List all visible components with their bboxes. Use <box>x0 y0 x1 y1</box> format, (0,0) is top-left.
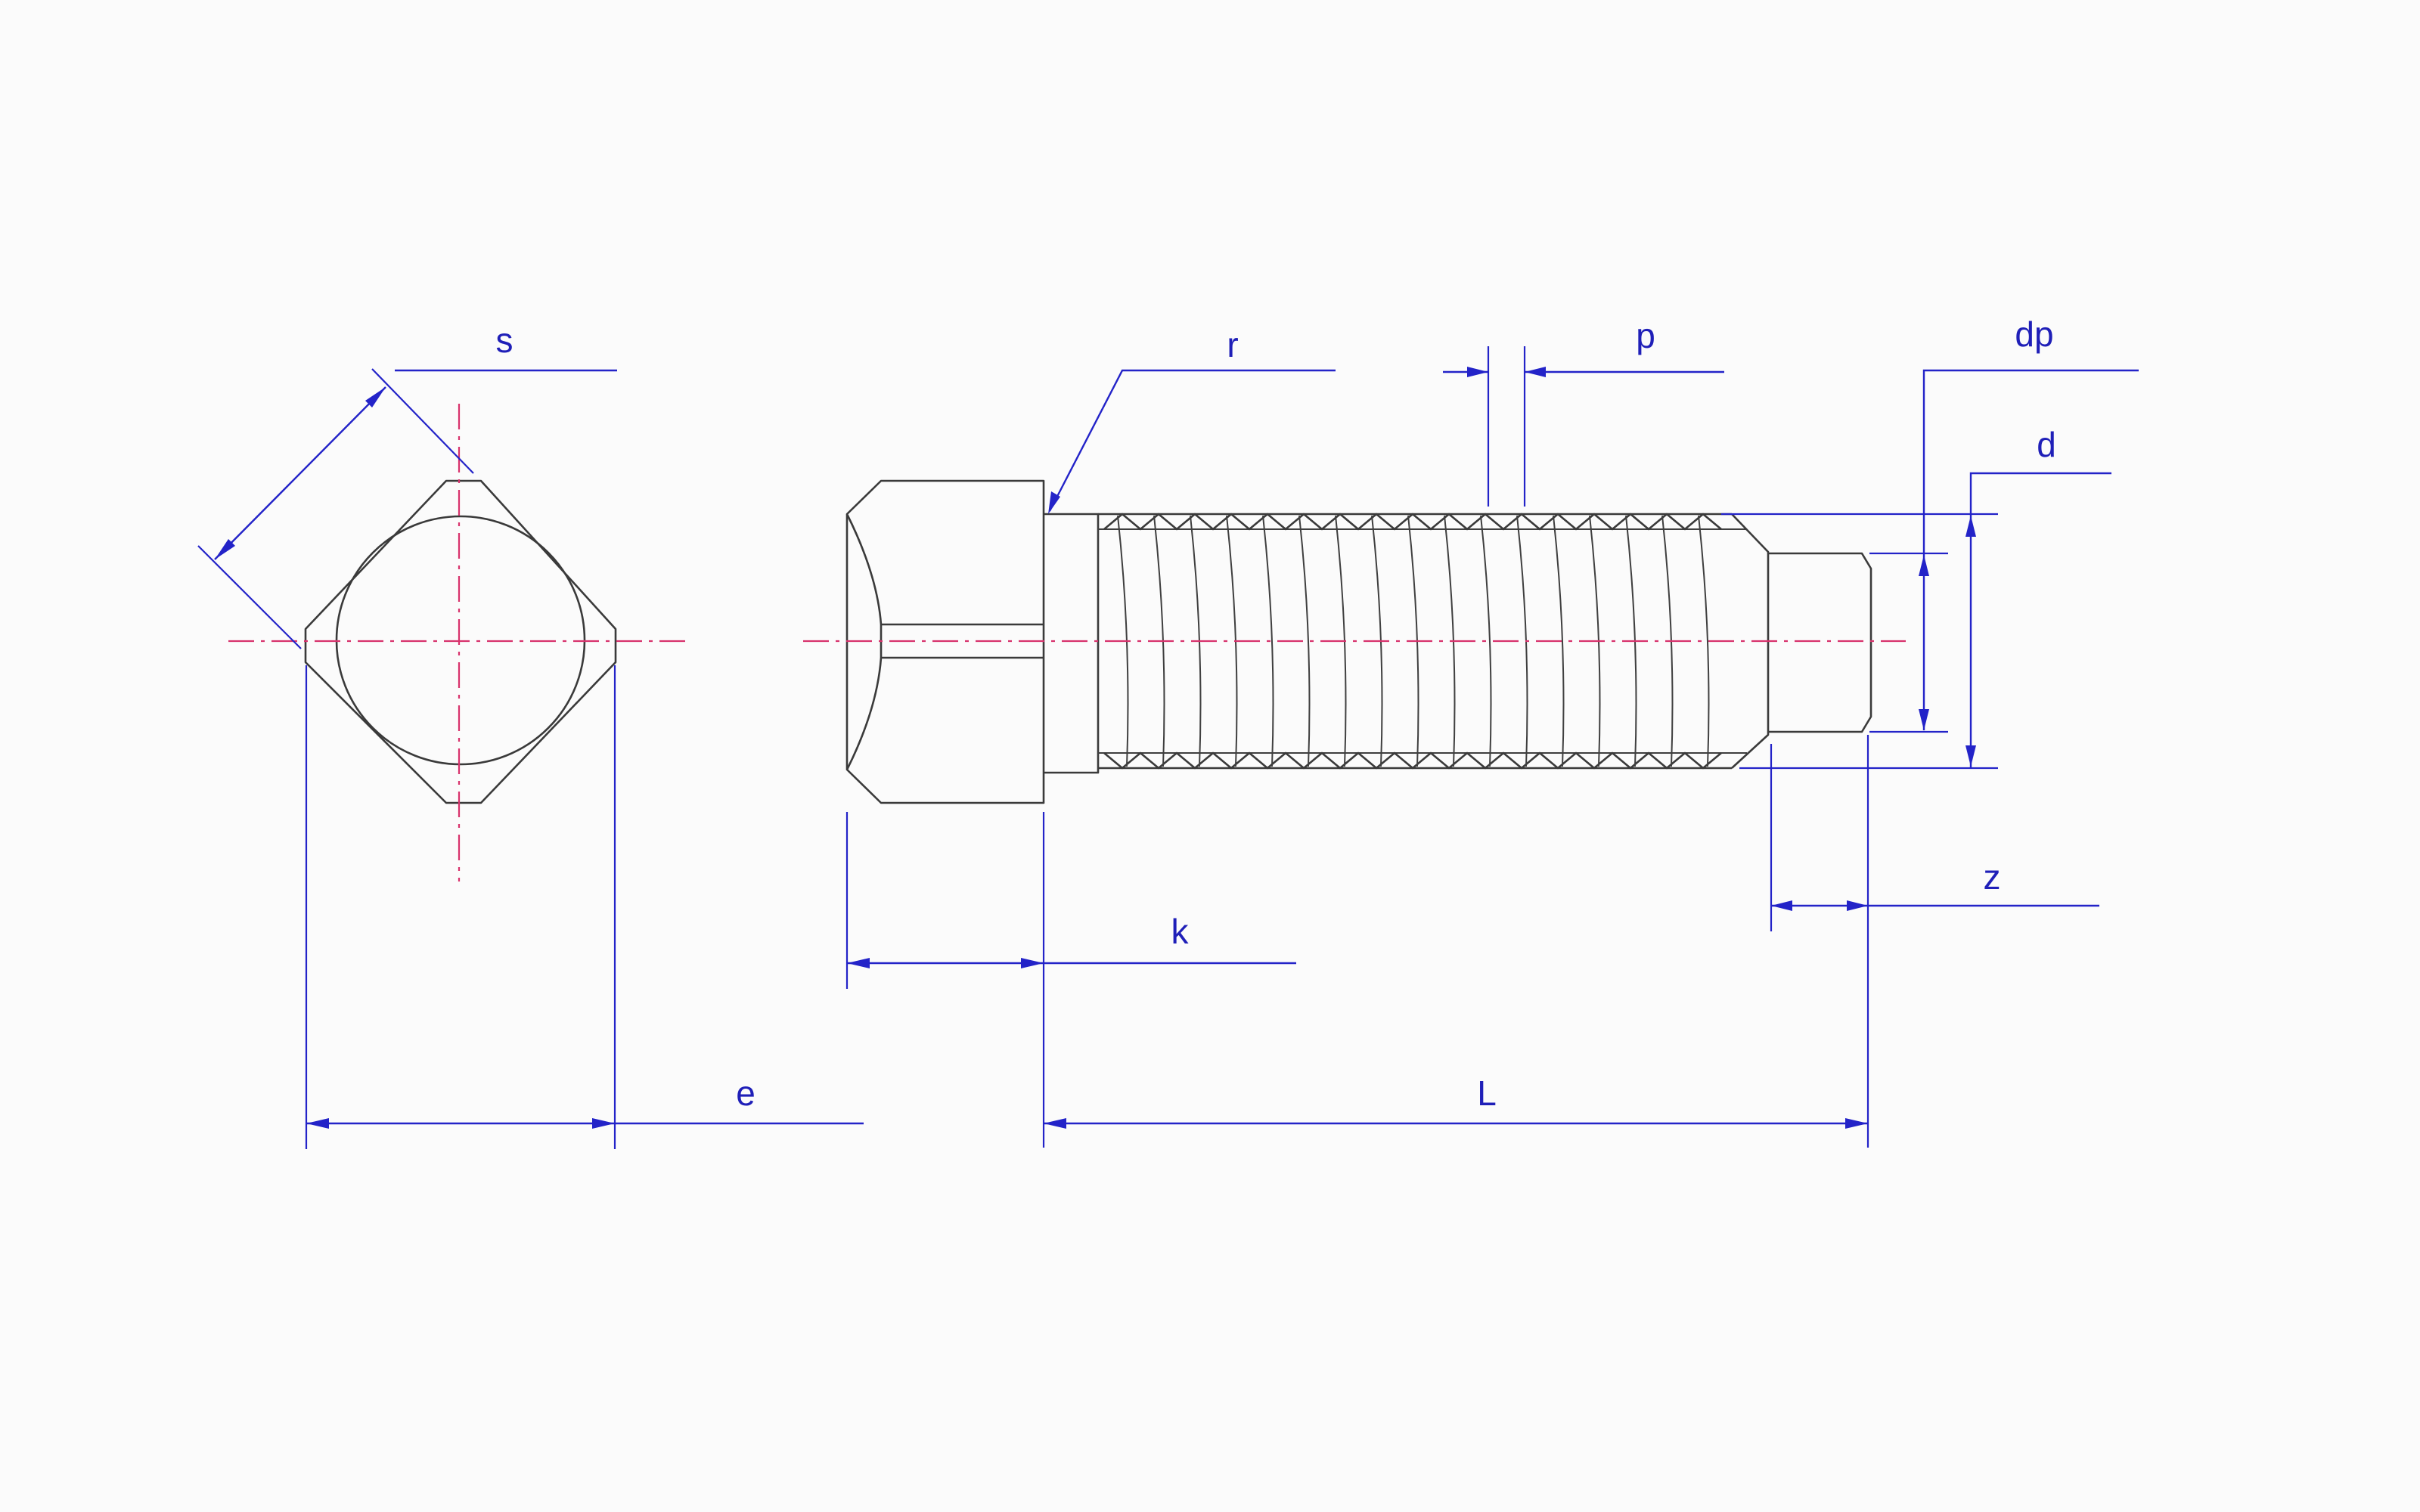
thread-flank <box>1262 515 1274 767</box>
dimension-dp: dp <box>1869 314 2139 733</box>
head-chamfer-upper <box>845 513 883 625</box>
dimension-p: p <box>1443 316 1724 507</box>
thread-flank <box>1480 515 1492 767</box>
dimension-r: r <box>1048 325 1336 514</box>
dimension-L: L <box>1044 1074 1868 1129</box>
label-k: k <box>1171 912 1190 951</box>
dimension-e: e <box>305 665 864 1149</box>
thread-flank <box>1298 515 1311 767</box>
thread-flank <box>1553 515 1565 767</box>
label-e: e <box>736 1074 755 1113</box>
end-view <box>228 404 690 881</box>
label-r: r <box>1227 325 1238 364</box>
label-L: L <box>1477 1074 1497 1113</box>
dimension-d: d <box>1721 425 2111 770</box>
dog-point <box>1768 552 1872 733</box>
head-chamfer-lower <box>845 657 883 770</box>
dimension-s: s <box>197 321 617 649</box>
label-s: s <box>496 321 513 360</box>
square-head-outline <box>304 479 617 804</box>
label-d: d <box>2037 425 2056 464</box>
thread-flank <box>1698 515 1710 767</box>
thread-bottom-profile <box>1103 751 1722 770</box>
dimension-z: z <box>1770 735 2099 1148</box>
dimension-k: k <box>845 812 1296 1148</box>
side-view <box>803 479 1906 804</box>
thread-top-profile <box>1103 513 1722 531</box>
label-dp: dp <box>2015 314 2053 354</box>
thread-end-chamfer <box>1731 513 1770 769</box>
label-p: p <box>1636 316 1655 355</box>
label-z: z <box>1984 857 2001 897</box>
bolt-collar <box>1044 513 1100 774</box>
